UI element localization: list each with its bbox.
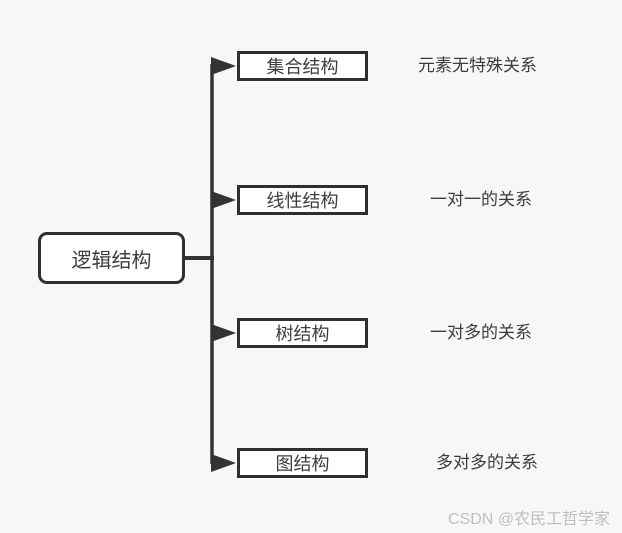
node-tree-structure: 树结构 bbox=[237, 318, 368, 348]
note-linear-structure: 一对一的关系 bbox=[430, 190, 532, 209]
node-tree-structure-label: 树结构 bbox=[275, 324, 330, 344]
node-set-structure-label: 集合结构 bbox=[266, 57, 339, 77]
watermark: CSDN @农民工哲学家 bbox=[447, 511, 610, 528]
note-tree-structure: 一对多的关系 bbox=[430, 323, 532, 342]
node-graph-structure: 图结构 bbox=[237, 448, 368, 478]
node-logical-structure: 逻辑结构 bbox=[38, 232, 185, 284]
arrow-icon bbox=[211, 57, 236, 75]
node-linear-structure-label: 线性结构 bbox=[266, 191, 339, 211]
arrow-icon bbox=[211, 191, 236, 209]
node-graph-structure-label: 图结构 bbox=[275, 454, 330, 474]
note-set-structure: 元素无特殊关系 bbox=[418, 56, 537, 75]
arrow-icon bbox=[211, 324, 236, 342]
node-logical-structure-label: 逻辑结构 bbox=[71, 249, 152, 272]
node-linear-structure: 线性结构 bbox=[237, 185, 368, 215]
note-graph-structure: 多对多的关系 bbox=[436, 453, 538, 472]
node-set-structure: 集合结构 bbox=[237, 51, 368, 81]
arrow-icon bbox=[211, 454, 236, 472]
